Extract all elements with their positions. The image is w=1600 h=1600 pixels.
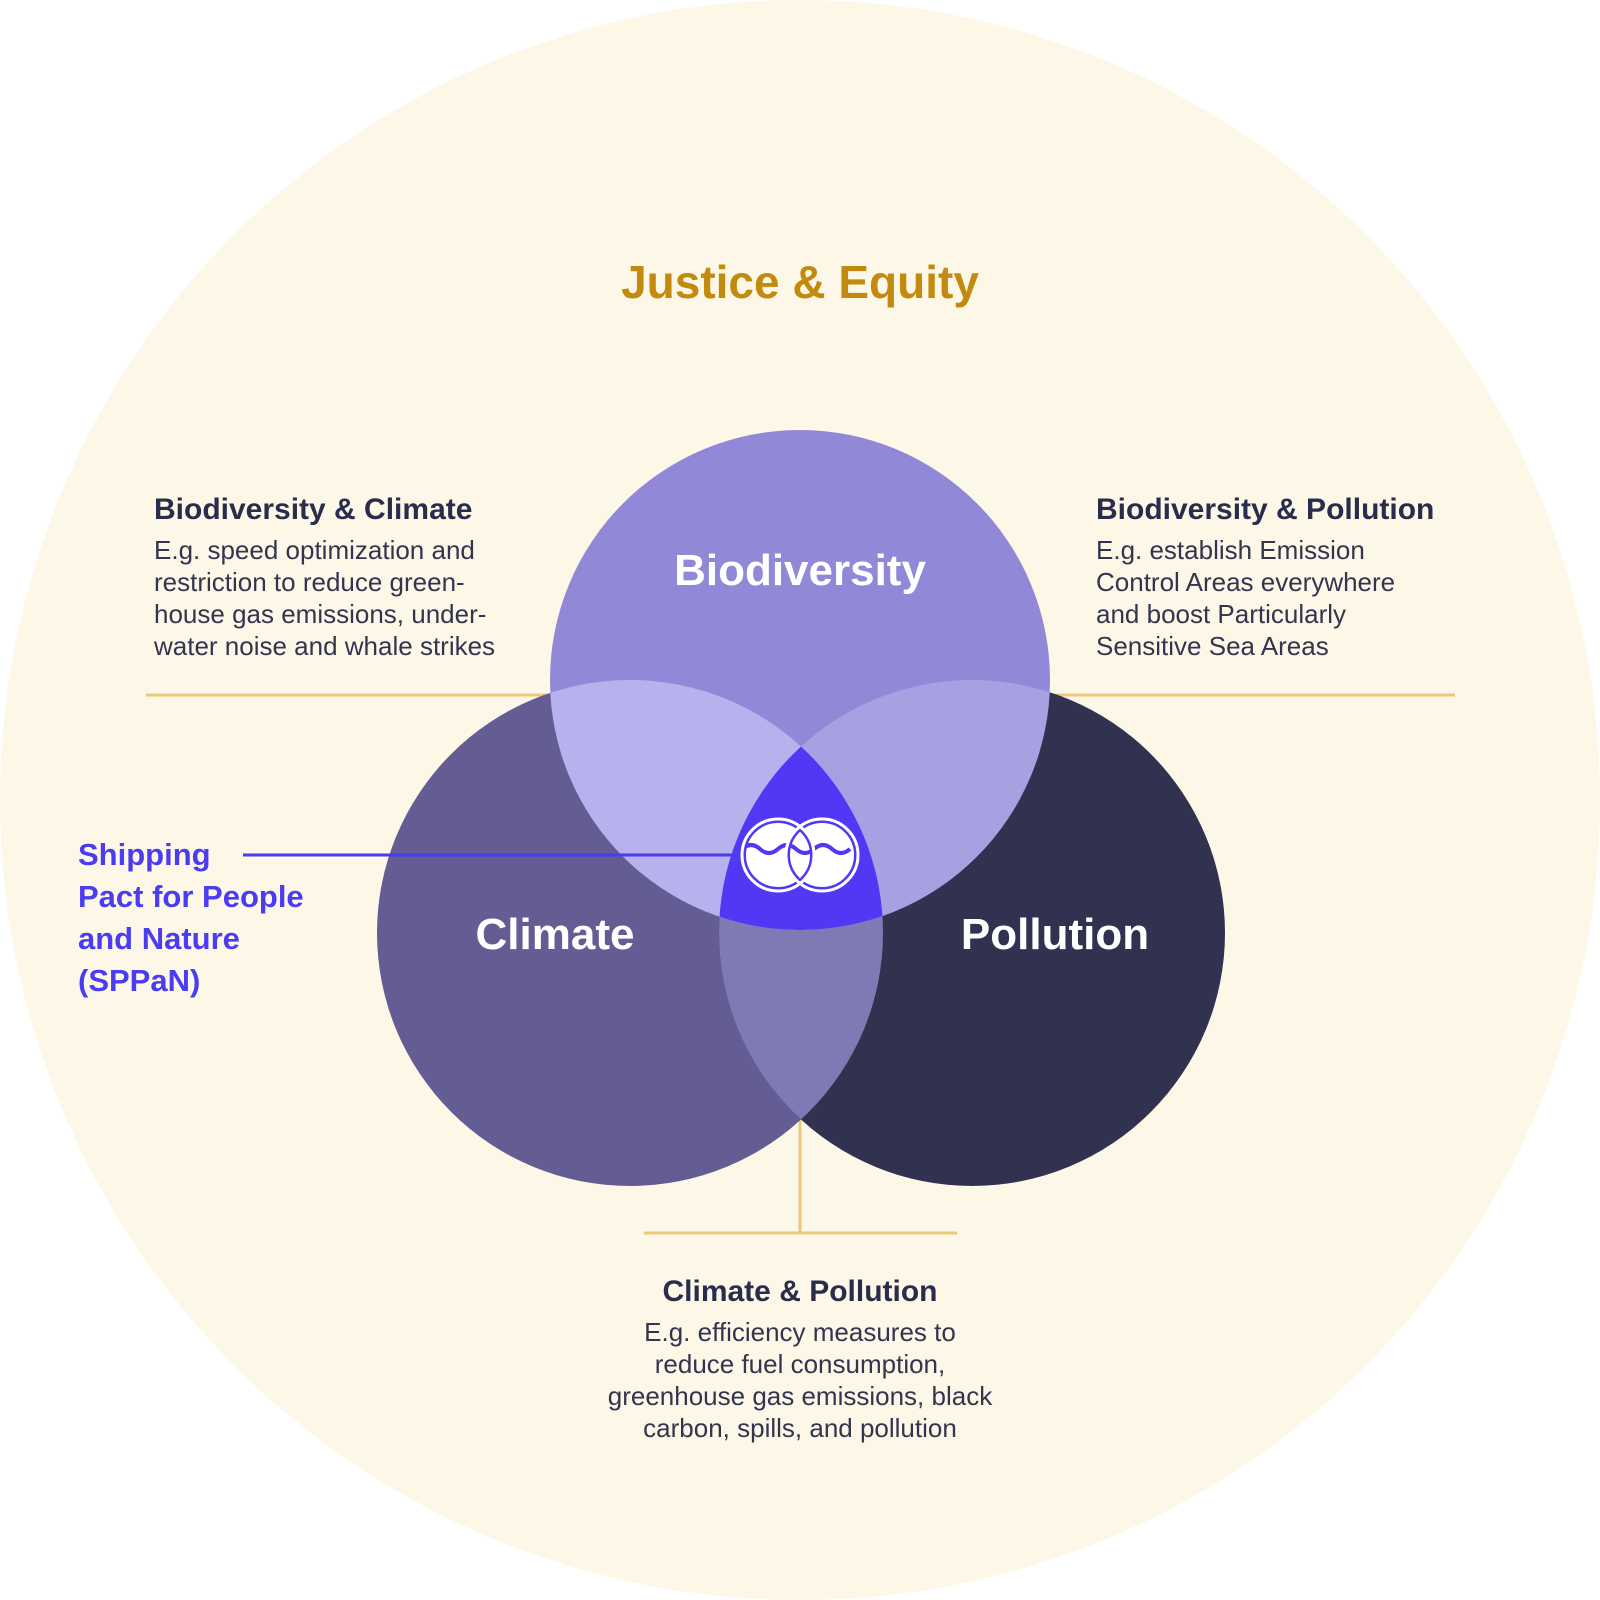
sppan-line: Pact for People [78,879,304,914]
annotation-line: Control Areas everywhere [1096,567,1396,597]
biodiversity-pollution-annotation: Biodiversity & Pollution E.g. establish … [1096,492,1434,662]
climate-pollution-annotation: Climate & Pollution E.g. efficiency meas… [560,1274,1040,1444]
annotation-line: water noise and whale strikes [154,631,496,661]
biodiversity-climate-heading: Biodiversity & Climate [154,493,473,526]
center-overlap [719,680,883,930]
sppan-label: Shipping Pact for People and Nature (SPP… [78,834,304,1002]
annotation-line: E.g. establish Emission [1096,535,1365,565]
annotation-line: greenhouse gas emissions, black [607,1381,993,1411]
annotation-line: carbon, spills, and pollution [643,1413,957,1443]
climate-pollution-body: E.g. efficiency measures to reduce fuel … [560,1316,1040,1444]
annotation-line: house gas emissions, under- [154,599,487,629]
pollution-label: Pollution [960,910,1150,959]
sppan-line: and Nature [78,921,240,956]
annotation-line: Sensitive Sea Areas [1096,631,1329,661]
annotation-line: reduce fuel consumption, [654,1349,946,1379]
two-circles-waves-icon [740,817,860,893]
sppan-line: (SPPaN) [78,963,201,998]
biodiversity-pollution-heading: Biodiversity & Pollution [1096,493,1435,526]
biodiversity-pollution-body: E.g. establish Emission Control Areas ev… [1096,534,1434,662]
biodiversity-label: Biodiversity [674,546,926,595]
justice-equity-title: Justice & Equity [621,256,979,308]
sppan-line: Shipping [78,837,211,872]
annotation-line: and boost Particularly [1096,599,1347,629]
annotation-line: E.g. speed optimization and [154,535,475,565]
annotation-line: E.g. efficiency measures to [644,1317,956,1347]
biodiversity-climate-annotation: Biodiversity & Climate E.g. speed optimi… [154,492,495,662]
climate-label: Climate [475,910,635,959]
biodiversity-climate-body: E.g. speed optimization and restriction … [154,534,495,662]
annotation-line: restriction to reduce green- [154,567,465,597]
climate-pollution-heading: Climate & Pollution [662,1275,938,1308]
